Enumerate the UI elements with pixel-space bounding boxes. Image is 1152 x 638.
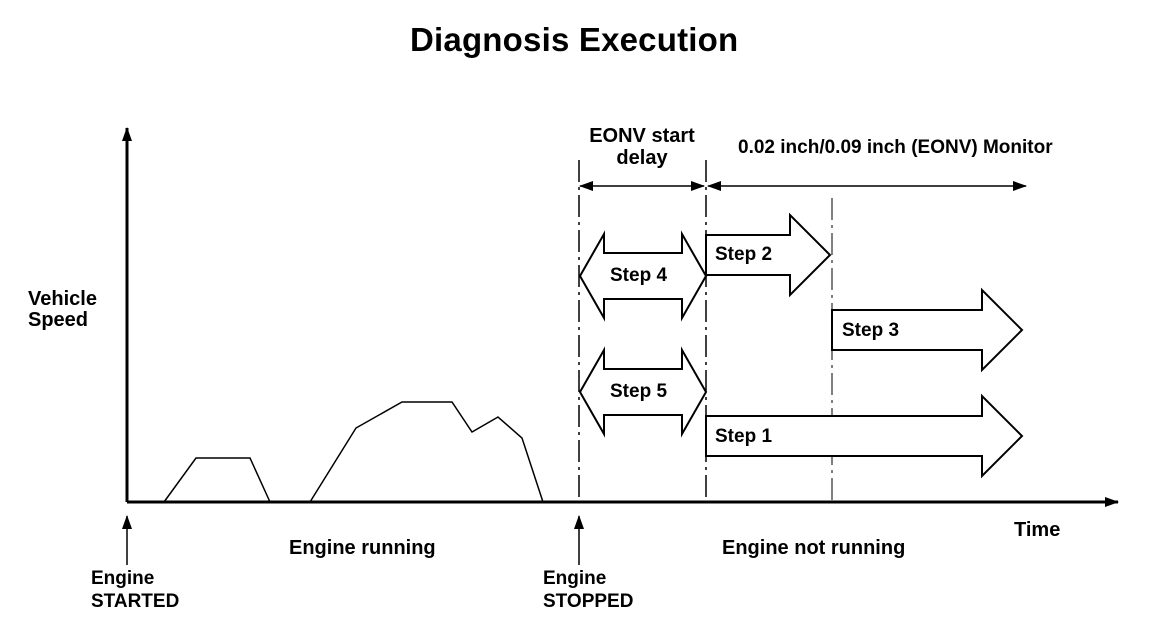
y-axis-label: Vehicle Speed <box>28 288 97 331</box>
monitor-label: 0.02 inch/0.09 inch (EONV) Monitor <box>738 137 1053 158</box>
step4-label: Step 4 <box>610 265 668 286</box>
eonv-start-delay-label: EONV start delay <box>589 125 695 169</box>
phase-engine-running: Engine running <box>289 537 436 559</box>
step2-label: Step 2 <box>715 244 773 265</box>
step3-label: Step 3 <box>842 320 900 341</box>
speed-trace <box>163 457 271 503</box>
step2-arrow <box>705 212 832 298</box>
step3-arrow <box>831 287 1024 373</box>
diagram-title: Diagnosis Execution <box>410 21 739 58</box>
step1-arrow <box>705 393 1024 479</box>
step5-label: Step 5 <box>610 381 668 402</box>
step1-label: Step 1 <box>715 426 773 447</box>
event-engine-stopped: Engine STOPPED <box>543 568 634 612</box>
x-axis-label: Time <box>1014 519 1061 541</box>
speed-trace <box>309 401 544 503</box>
step5-double-arrow <box>578 346 708 438</box>
event-engine-started: Engine STARTED <box>91 568 180 612</box>
phase-engine-not-running: Engine not running <box>722 537 906 559</box>
